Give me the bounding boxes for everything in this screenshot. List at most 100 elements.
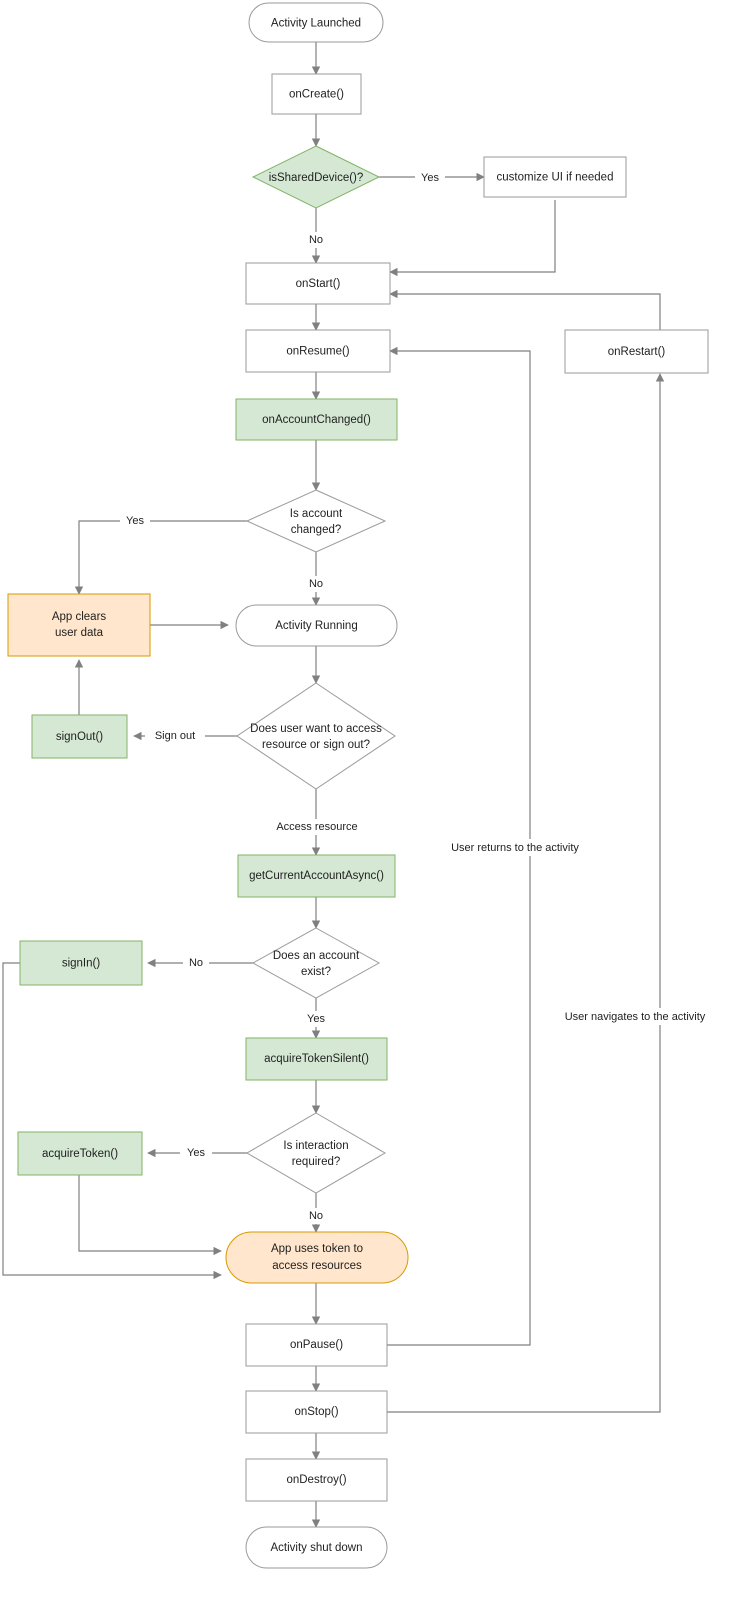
account-exists-label-line1: Does an account (273, 950, 360, 962)
interaction-required-label-line1: Is interaction (283, 1140, 348, 1152)
edge-label-interaction-no: No (309, 1210, 323, 1222)
on-create-shape (271, 73, 362, 115)
edge-isaccountchanged-yes-to-appclears (74, 520, 254, 595)
edge-label-account-exists-yes: Yes (307, 1013, 325, 1025)
interaction-required-label-line2: required? (292, 1156, 341, 1168)
label-bg-signout (145, 728, 205, 744)
node-account-exists[interactable]: Does an account exist? (251, 927, 381, 999)
label-bg-shared-yes (415, 169, 445, 185)
node-acquire-token[interactable]: acquireToken() (17, 1131, 143, 1176)
edge-onstop-to-onrestart-usernavigates (387, 373, 665, 1413)
acquire-token-silent-shape (245, 1037, 388, 1081)
node-on-stop[interactable]: onStop() (245, 1390, 388, 1434)
edge-label-interaction-yes: Yes (187, 1147, 205, 1159)
label-bg-account-exists-yes (302, 1011, 330, 1027)
node-get-current-account[interactable]: getCurrentAccountAsync() (237, 854, 396, 898)
node-access-or-signout[interactable]: Does user want to access resource or sig… (236, 682, 396, 790)
node-on-pause[interactable]: onPause() (245, 1323, 388, 1367)
on-restart-shape (564, 329, 709, 374)
node-interaction-required[interactable]: Is interaction required? (246, 1112, 386, 1194)
node-sign-out[interactable]: signOut() (31, 714, 128, 759)
edge-label-sign-out: Sign out (155, 730, 195, 742)
sign-in-label: signIn() (62, 958, 101, 970)
account-exists-shape (251, 927, 381, 999)
edge-label-shared-device-no: No (309, 234, 323, 246)
interaction-required-shape (246, 1112, 386, 1194)
edge-customizeui-to-onstart (389, 200, 556, 277)
on-stop-label: onStop() (294, 1406, 338, 1418)
edge-label-shared-device-yes: Yes (421, 172, 439, 184)
label-bg-interaction-yes (180, 1145, 212, 1161)
edge-label-account-exists-no: No (189, 957, 203, 969)
sign-out-label: signOut() (56, 731, 103, 743)
is-account-changed-shape (245, 489, 387, 553)
acquire-token-silent-label: acquireTokenSilent() (264, 1053, 369, 1065)
node-on-create[interactable]: onCreate() (271, 73, 362, 115)
node-activity-shut-down[interactable]: Activity shut down (245, 1526, 388, 1569)
edge-acquiretoken-to-appusestoken (78, 1175, 222, 1256)
app-uses-token-shape (225, 1231, 409, 1284)
access-or-signout-shape (236, 682, 396, 790)
label-bg-access-resource (266, 819, 368, 835)
node-on-account-changed[interactable]: onAccountChanged() (235, 398, 398, 441)
edge-label-account-changed-yes: Yes (126, 515, 144, 527)
activity-launched-label: Activity Launched (271, 18, 361, 30)
node-on-restart[interactable]: onRestart() (564, 329, 709, 374)
on-pause-shape (245, 1323, 388, 1367)
activity-running-shape (235, 604, 398, 647)
label-bg-user-navigates (555, 1008, 715, 1025)
sign-in-shape (19, 940, 143, 986)
on-resume-shape (245, 329, 391, 373)
on-create-label: onCreate() (289, 89, 344, 101)
edge-label-user-returns: User returns to the activity (451, 842, 579, 854)
account-exists-label-line2: exist? (301, 966, 331, 978)
on-start-label: onStart() (296, 278, 341, 290)
is-account-changed-label-line2: changed? (291, 524, 342, 536)
node-on-resume[interactable]: onResume() (245, 329, 391, 373)
sign-out-shape (31, 714, 128, 759)
on-resume-label: onResume() (286, 346, 349, 358)
activity-shut-down-label: Activity shut down (270, 1542, 362, 1554)
node-is-shared-device[interactable]: isSharedDevice()? (251, 145, 381, 209)
node-customize-ui[interactable]: customize UI if needed (483, 156, 627, 198)
node-app-clears-user-data[interactable]: App clears user data (7, 593, 151, 657)
on-restart-label: onRestart() (608, 346, 666, 358)
activity-running-label: Activity Running (275, 620, 357, 632)
on-pause-label: onPause() (290, 1339, 343, 1351)
label-bg-user-returns (440, 839, 592, 856)
node-on-start[interactable]: onStart() (245, 262, 391, 305)
node-activity-launched[interactable]: Activity Launched (248, 2, 384, 43)
acquire-token-label: acquireToken() (42, 1148, 118, 1160)
on-account-changed-label: onAccountChanged() (262, 414, 371, 426)
node-sign-in[interactable]: signIn() (19, 940, 143, 986)
app-clears-user-data-shape (7, 593, 151, 657)
on-destroy-shape (245, 1458, 388, 1502)
get-current-account-label: getCurrentAccountAsync() (249, 870, 384, 882)
get-current-account-shape (237, 854, 396, 898)
app-uses-token-label-line1: App uses token to (271, 1243, 363, 1255)
label-bg-account-changed-no (303, 576, 329, 592)
label-bg-shared-no (303, 232, 329, 248)
edge-labels-layer: Yes No Yes No Sign out Access resource N… (120, 169, 715, 1224)
edge-onrestart-to-onstart (389, 289, 661, 330)
customize-ui-label: customize UI if needed (497, 172, 614, 184)
is-account-changed-label-line1: Is account (290, 508, 343, 520)
node-app-uses-token[interactable]: App uses token to access resources (225, 1231, 409, 1284)
app-uses-token-label-line2: access resources (272, 1260, 362, 1272)
node-acquire-token-silent[interactable]: acquireTokenSilent() (245, 1037, 388, 1081)
customize-ui-shape (483, 156, 627, 198)
node-is-account-changed[interactable]: Is account changed? (245, 489, 387, 553)
label-bg-account-exists-no (183, 955, 209, 971)
label-bg-interaction-no (303, 1208, 329, 1224)
activity-shut-down-shape (245, 1526, 388, 1569)
node-on-destroy[interactable]: onDestroy() (245, 1458, 388, 1502)
node-activity-running[interactable]: Activity Running (235, 604, 398, 647)
on-start-shape (245, 262, 391, 305)
edge-label-account-changed-no: No (309, 578, 323, 590)
on-account-changed-shape (235, 398, 398, 441)
on-destroy-label: onDestroy() (286, 1474, 346, 1486)
edge-signin-to-appusestoken (2, 962, 222, 1280)
acquire-token-shape (17, 1131, 143, 1176)
label-bg-account-changed-yes (120, 513, 150, 529)
